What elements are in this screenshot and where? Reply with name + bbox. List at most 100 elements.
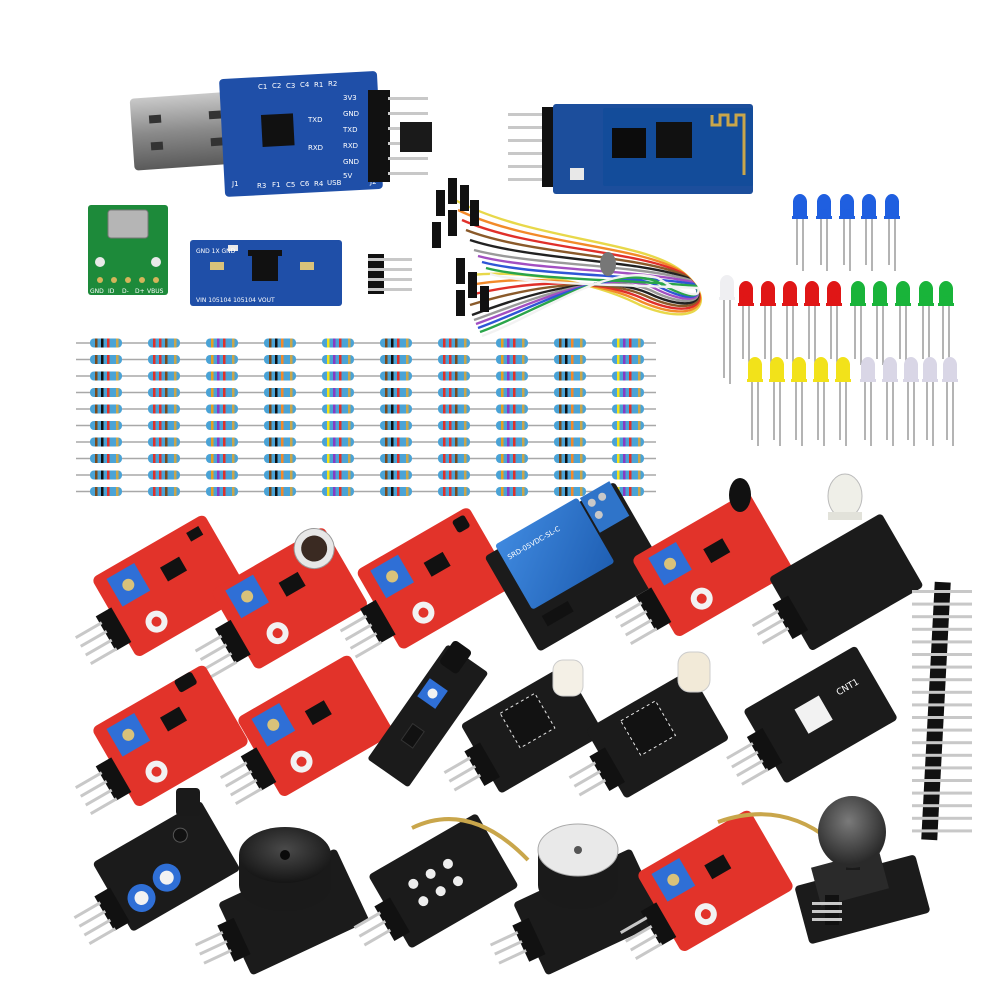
led bbox=[719, 275, 735, 384]
resistor bbox=[598, 404, 656, 414]
regulator-chip bbox=[252, 255, 278, 281]
led bbox=[760, 281, 776, 365]
resistor bbox=[250, 388, 308, 397]
black-tracker-module bbox=[368, 640, 488, 787]
resistor bbox=[424, 388, 482, 397]
sensor-modules: SRD-05VDC-SL-C bbox=[73, 473, 972, 975]
red-sensor-module-3 bbox=[74, 665, 248, 815]
resistor bbox=[308, 421, 366, 430]
resistor bbox=[308, 371, 366, 381]
led bbox=[895, 281, 911, 365]
resistor bbox=[482, 404, 540, 414]
led bbox=[861, 194, 877, 271]
header-pin bbox=[912, 728, 972, 732]
resistor bbox=[76, 454, 134, 463]
active-buzzer-module bbox=[194, 849, 369, 975]
usb-serial-adapter: C1 C2 C3 C4 R1 R2 R3 F1 C5 C6 R4 USB 3V3… bbox=[129, 71, 432, 197]
usb-serial-label-c2: C2 bbox=[272, 82, 281, 90]
black-led-module-3 bbox=[568, 671, 728, 798]
header-pin bbox=[912, 829, 972, 833]
led bbox=[860, 357, 876, 446]
resistor bbox=[308, 437, 366, 447]
resistor bbox=[424, 421, 482, 430]
header-pin bbox=[912, 816, 972, 820]
header-pin bbox=[912, 590, 972, 593]
usb-serial-label-c4: C4 bbox=[300, 81, 310, 89]
resistor bbox=[76, 388, 134, 397]
led bbox=[769, 357, 785, 446]
header-pin bbox=[912, 602, 972, 606]
resistor bbox=[540, 371, 598, 381]
resistor bbox=[308, 470, 366, 480]
resistor bbox=[366, 421, 424, 430]
resistor bbox=[192, 371, 250, 381]
resistor bbox=[424, 437, 482, 447]
usb-serial-label-c1: C1 bbox=[258, 83, 267, 91]
resistor bbox=[598, 388, 656, 397]
resistor bbox=[134, 470, 192, 480]
led bbox=[882, 357, 898, 446]
led bbox=[884, 194, 900, 271]
resistor bbox=[598, 421, 656, 430]
usb-serial-label-c5: C5 bbox=[286, 181, 295, 189]
resistor bbox=[76, 421, 134, 430]
black-led-module-2 bbox=[443, 666, 603, 793]
ir-receiver-sensor bbox=[176, 788, 200, 816]
red-sensor-module-1 bbox=[74, 515, 248, 665]
led bbox=[922, 357, 938, 446]
resistor bbox=[250, 338, 308, 348]
led-module-2-diode bbox=[552, 659, 584, 697]
resistor bbox=[76, 371, 134, 381]
resistor bbox=[598, 355, 656, 364]
resistor bbox=[250, 404, 308, 414]
resistor bbox=[134, 388, 192, 397]
resistor bbox=[540, 404, 598, 414]
header-pin bbox=[912, 766, 972, 770]
led bbox=[791, 357, 807, 446]
resistor bbox=[482, 421, 540, 430]
led bbox=[872, 281, 888, 365]
led bbox=[938, 281, 954, 365]
usb-serial-pin-gnd1: GND bbox=[343, 110, 359, 118]
resistor bbox=[482, 338, 540, 348]
usb-serial-silkscreen: C1 C2 C3 C4 R1 R2 R3 F1 C5 C6 R4 USB 3V3… bbox=[231, 80, 377, 190]
resistor bbox=[540, 437, 598, 447]
red-sound-module bbox=[194, 528, 367, 679]
resistor bbox=[482, 388, 540, 397]
resistor bbox=[134, 355, 192, 364]
resistor bbox=[424, 454, 482, 463]
header-pin bbox=[912, 665, 972, 669]
led bbox=[850, 281, 866, 365]
resistor bbox=[366, 470, 424, 480]
resistor bbox=[192, 388, 250, 397]
red-sensor-module-5 bbox=[619, 810, 793, 960]
led bbox=[942, 357, 958, 446]
resistor bbox=[366, 355, 424, 364]
led bbox=[826, 281, 842, 365]
resistor bbox=[540, 388, 598, 397]
bluetooth-antenna bbox=[710, 113, 746, 175]
usb-serial-label-r2: R2 bbox=[328, 80, 337, 88]
resistor bbox=[540, 421, 598, 430]
regulator-top-text: GND 1X GND bbox=[196, 248, 236, 255]
header-pin bbox=[912, 653, 972, 656]
usb-serial-pin-rxd: RXD bbox=[343, 142, 358, 150]
resistor bbox=[308, 388, 366, 397]
bluetooth-module bbox=[508, 104, 753, 194]
resistor bbox=[76, 487, 134, 496]
resistor bbox=[482, 355, 540, 364]
resistor bbox=[482, 487, 540, 496]
small-header-pins bbox=[368, 254, 412, 294]
reed-glass-tube bbox=[411, 817, 530, 862]
regulator-bottom-text: VIN 105104 105104 VOUT bbox=[196, 297, 275, 304]
led bbox=[792, 194, 808, 271]
header-pin bbox=[912, 627, 972, 631]
black-rgb-module: CNT1 bbox=[726, 646, 897, 786]
resistor bbox=[76, 470, 134, 480]
black-led-module-1 bbox=[751, 514, 923, 651]
header-pin bbox=[912, 615, 972, 619]
long-pin-header bbox=[912, 581, 972, 841]
resistor bbox=[76, 338, 134, 348]
resistor bbox=[482, 437, 540, 447]
resistor bbox=[192, 404, 250, 414]
